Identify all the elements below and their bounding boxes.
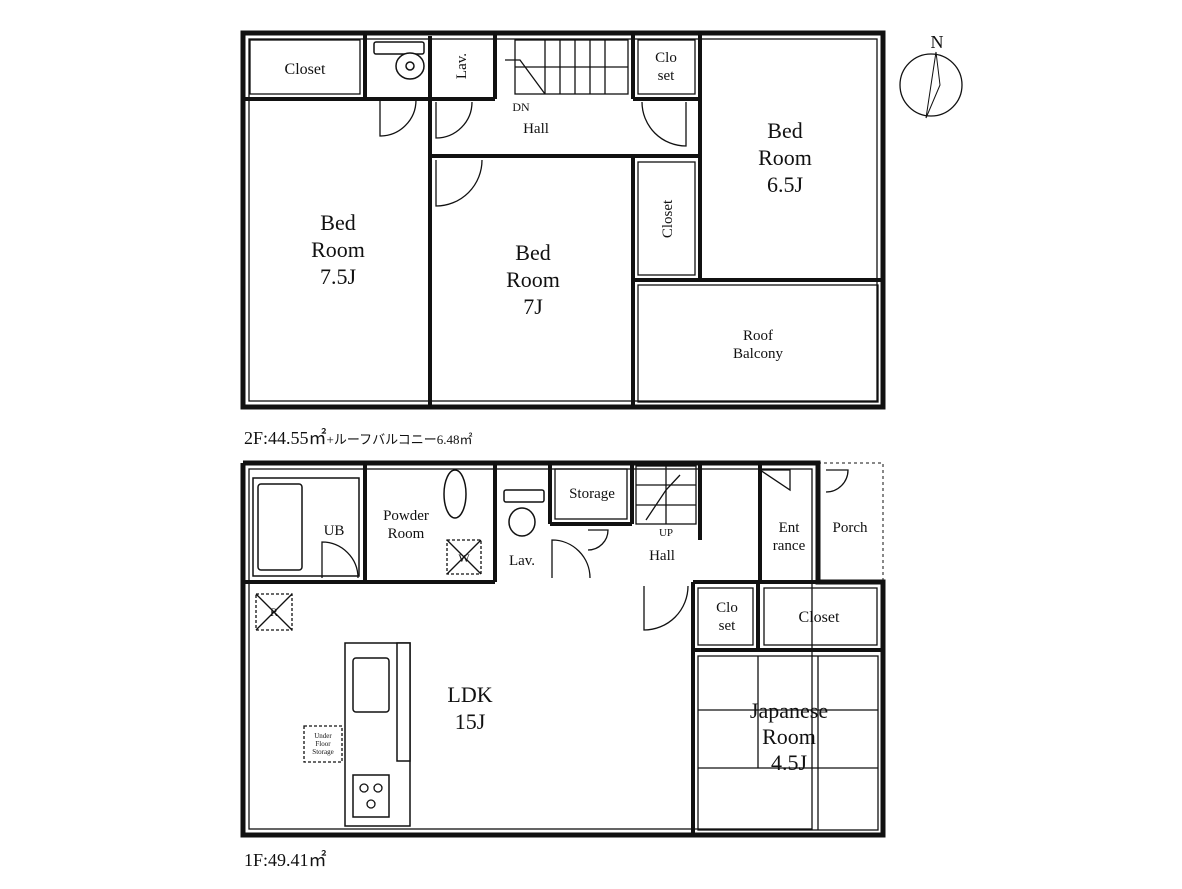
second-floor-area: 2F:44.55㎡	[244, 428, 327, 448]
under-floor-label-1: Under	[314, 732, 332, 740]
closet-small-label-1: Clo	[716, 600, 738, 616]
entrance-label-1: Ent	[779, 520, 801, 536]
lav-1f-label: Lav.	[509, 553, 535, 569]
bed-east-label-2: Room	[758, 145, 812, 170]
powder-room-label-1: Powder	[383, 508, 429, 524]
ldk-label-1: LDK	[447, 682, 492, 707]
powder-room-label-2: Room	[388, 526, 425, 542]
japanese-room-label-1: Japanese	[750, 698, 828, 723]
first-floor-plan: UB Powder Room W Lav. Storage UP Hall En…	[240, 460, 886, 838]
second-floor-interior-walls	[243, 33, 883, 407]
closet-top-label-2: set	[658, 68, 675, 84]
hall-1f-label: Hall	[649, 548, 675, 564]
door-swings-1f	[321, 469, 849, 631]
entrance-label-2: rance	[773, 538, 806, 554]
washer-label: W	[458, 551, 470, 565]
second-floor-area-caption: 2F:44.55㎡+ルーフバルコニー6.48㎡	[244, 424, 473, 450]
washer-fixture	[446, 539, 482, 575]
stair-up-label: UP	[659, 527, 673, 539]
first-floor-interior-walls	[243, 463, 883, 835]
bed-west-label-1: Bed	[320, 210, 355, 235]
roof-balcony-area: +ルーフバルコニー6.48㎡	[326, 432, 473, 447]
bed-middle-label-1: Bed	[515, 240, 550, 265]
ub-label: UB	[324, 523, 345, 539]
toilet-fixture-1f	[503, 489, 545, 537]
bed-east-label-1: Bed	[767, 118, 802, 143]
lav-2f-label: Lav.	[454, 53, 470, 79]
kitchen-counter	[344, 642, 411, 827]
staircase-2f	[505, 39, 629, 95]
japanese-room-label-3: 4.5J	[771, 750, 808, 775]
bed-middle-label-3: 7J	[523, 294, 543, 319]
roof-balcony-label-1: Roof	[743, 328, 773, 344]
second-floor-plan: Closet Lav. Clo set DN Hall Bed Room 7.5…	[240, 30, 886, 410]
first-floor-area-caption: 1F:49.41㎡	[244, 850, 327, 870]
bed-middle-label-2: Room	[506, 267, 560, 292]
north-compass-icon: N	[899, 32, 963, 119]
bed-east-label-3: 6.5J	[767, 172, 804, 197]
under-floor-storage-hatch	[303, 725, 343, 763]
closet-nw-label: Closet	[285, 61, 326, 78]
under-floor-label-3: Storage	[312, 748, 333, 756]
bed-west-label-3: 7.5J	[320, 264, 357, 289]
japanese-room-label-2: Room	[762, 724, 816, 749]
compass-north-label: N	[931, 32, 944, 52]
sink-fixture	[443, 469, 467, 519]
ldk-label-2: 15J	[455, 709, 486, 734]
fridge-fixture	[255, 593, 293, 631]
stair-dn-label: DN	[512, 100, 530, 114]
closet-top-label-1: Clo	[655, 50, 677, 66]
closet-east-label: Closet	[799, 609, 840, 626]
door-swings-2f	[379, 99, 687, 207]
staircase-1f	[635, 465, 697, 525]
hall-2f-label: Hall	[523, 121, 549, 137]
under-floor-label-2: Floor	[315, 740, 331, 748]
closet-middle-label: Closet	[660, 199, 676, 238]
roof-balcony-label-2: Balcony	[733, 346, 783, 362]
storage-label: Storage	[569, 486, 615, 502]
porch-label: Porch	[833, 520, 868, 536]
closet-small-label-2: set	[719, 618, 736, 634]
bed-west-label-2: Room	[311, 237, 365, 262]
toilet-fixture-2f	[373, 41, 425, 80]
tatami-lines	[698, 656, 878, 830]
bathtub-fixture	[252, 477, 360, 577]
fridge-label: R	[270, 605, 278, 619]
